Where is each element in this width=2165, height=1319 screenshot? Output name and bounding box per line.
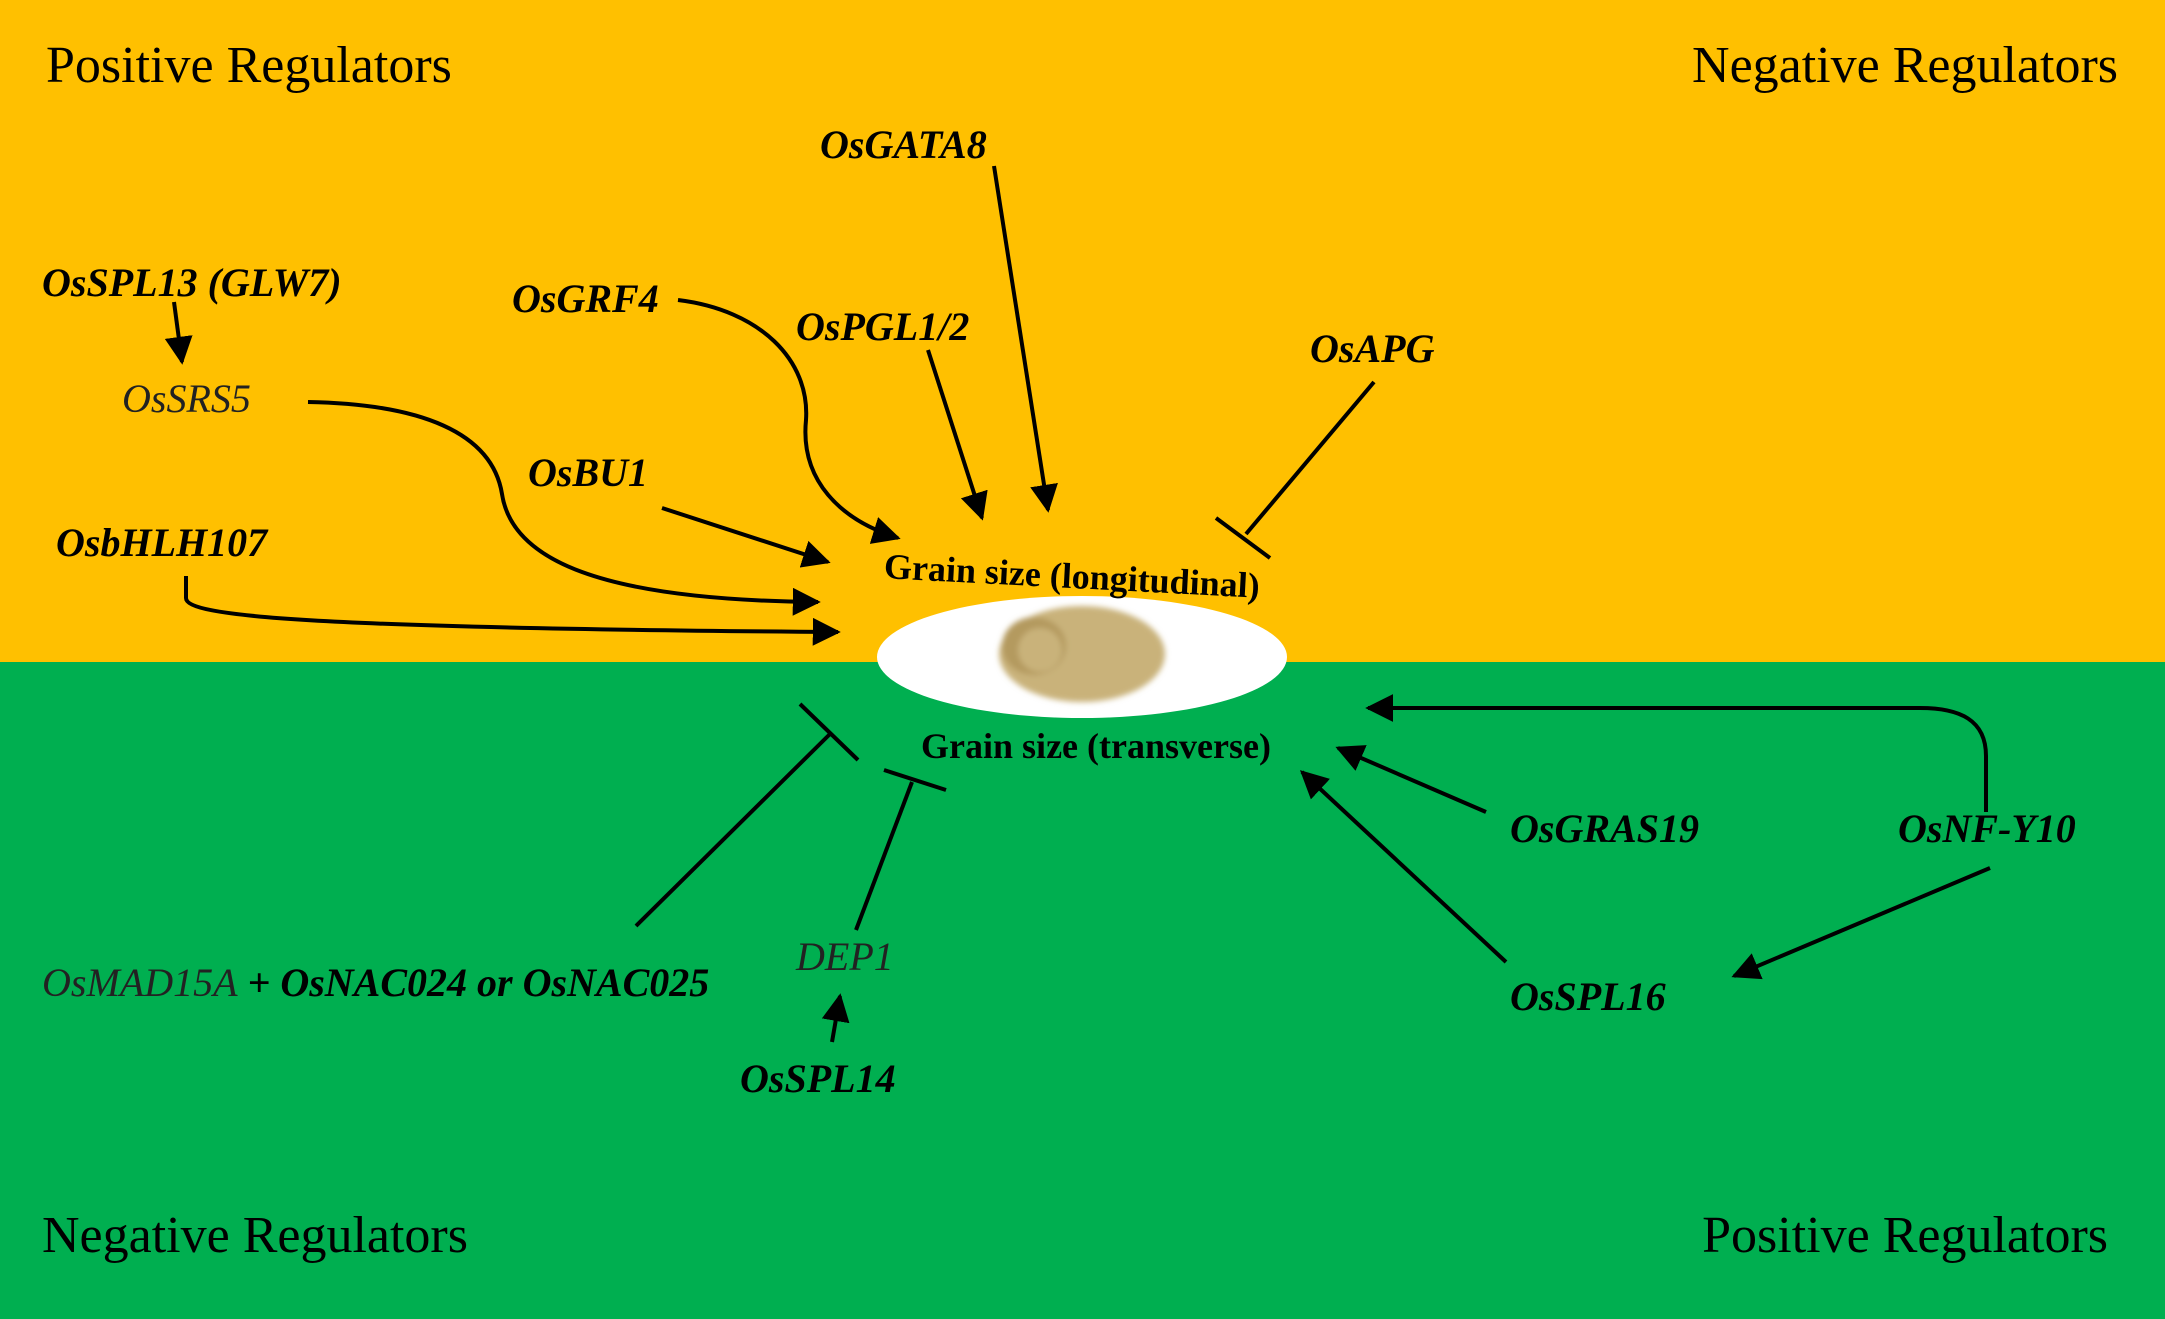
edge-osspl14-to-dep1 [821,993,850,1043]
edge-osspl16-to-transverse [1299,770,1508,964]
gene-osspl16: OsSPL16 [1510,974,1666,1019]
edge-dep1-inhibits-transverse [854,768,947,931]
edge-osbu1-to-longitudinal [661,506,831,568]
gene-osspl14: OsSPL14 [740,1056,896,1101]
gene-osgrf4: OsGRF4 [512,276,659,321]
gene-osapg: OsAPG [1310,326,1435,371]
gene-osgras19: OsGRAS19 [1510,806,1699,851]
edge-osnfy10-to-osspl16 [1731,866,1991,980]
gene-dep1: DEP1 [795,934,894,979]
gene-osnfy10: OsNF-Y10 [1898,806,2076,851]
edge-osbhlh107-to-longitudinal [184,576,841,646]
top-half-background [0,0,2165,662]
gene-osbu1: OsBU1 [528,450,648,495]
gene-osmad15a: OsMAD15A [42,960,238,1005]
edge-ospgl12-to-longitudinal [926,349,988,521]
corner-top-left: Positive Regulators [46,37,452,94]
label-grain-transverse: Grain size (transverse) [921,726,1271,766]
edge-osgras19-to-transverse [1335,745,1487,814]
corner-bottom-left: Negative Regulators [42,1207,468,1264]
rice-grain-icon [999,606,1165,702]
corner-bottom-right: Positive Regulators [1702,1207,2108,1264]
edge-osgrf4-to-longitudinal [677,298,901,544]
edge-osapg-inhibits-longitudinal [1214,380,1376,560]
gene-osbhlh107: OsbHLH107 [56,520,269,565]
edge-osspl13-to-ossrs5 [164,301,193,365]
gene-osspl13: OsSPL13 (GLW7) [42,260,342,305]
edge-ossrs5-to-longitudinal [307,400,821,616]
corner-top-right: Negative Regulators [1692,37,2118,94]
bottom-half-background [0,662,2165,1319]
edge-osgata8-to-longitudinal [992,165,1058,513]
gene-ospgl12: OsPGL1/2 [796,304,969,349]
gene-ossrs5: OsSRS5 [122,376,251,421]
gene-complex-osmad15a: OsMAD15A + OsNAC024 or OsNAC025 [42,960,709,1005]
gene-osnac024-or-osnac025: + OsNAC024 or OsNAC025 [238,960,710,1005]
edge-osmad15a-complex-inhibits-transverse [634,702,860,928]
gene-osgata8: OsGATA8 [820,122,987,167]
edge-osnfy10-to-transverse [1365,694,1988,812]
